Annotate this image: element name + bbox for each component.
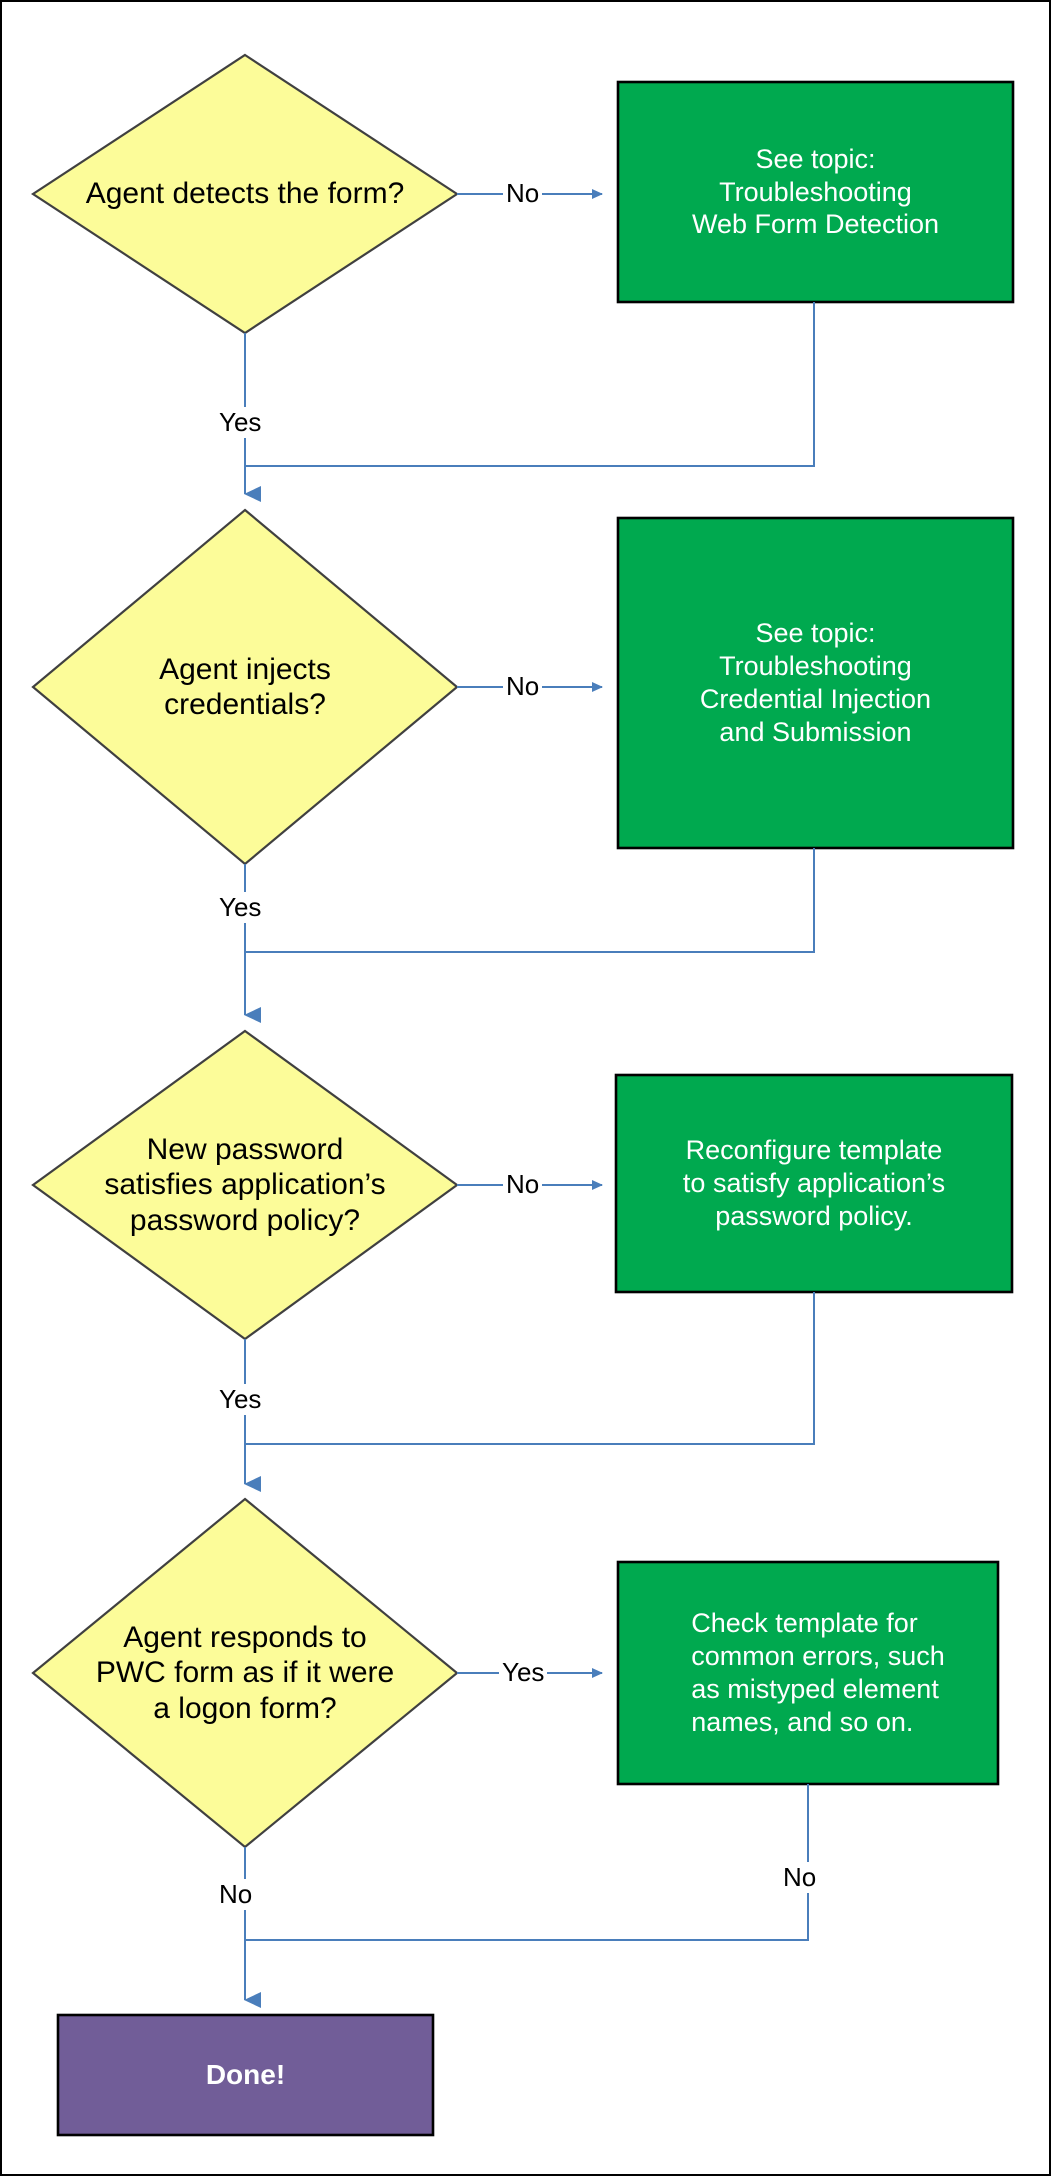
decision-node-3-shape[interactable]: [31, 1029, 459, 1341]
connector-a1-to-d2: [245, 302, 815, 467]
terminal-node-shape[interactable]: [56, 2013, 435, 2137]
connector-a2-to-d3: [245, 848, 815, 953]
decision-node-2-shape[interactable]: [31, 508, 459, 866]
connector-a4-to-terminal: [245, 1784, 809, 1941]
action-node-3-shape[interactable]: [614, 1073, 1014, 1294]
action-node-4-shape[interactable]: [616, 1560, 1000, 1786]
connector-a3-to-d4: [245, 1292, 815, 1445]
decision-node-4-shape[interactable]: [31, 1497, 459, 1849]
decision-node-1-shape[interactable]: [30, 53, 460, 335]
action-node-1-shape[interactable]: [616, 80, 1015, 304]
action-node-2-shape[interactable]: [616, 516, 1015, 850]
